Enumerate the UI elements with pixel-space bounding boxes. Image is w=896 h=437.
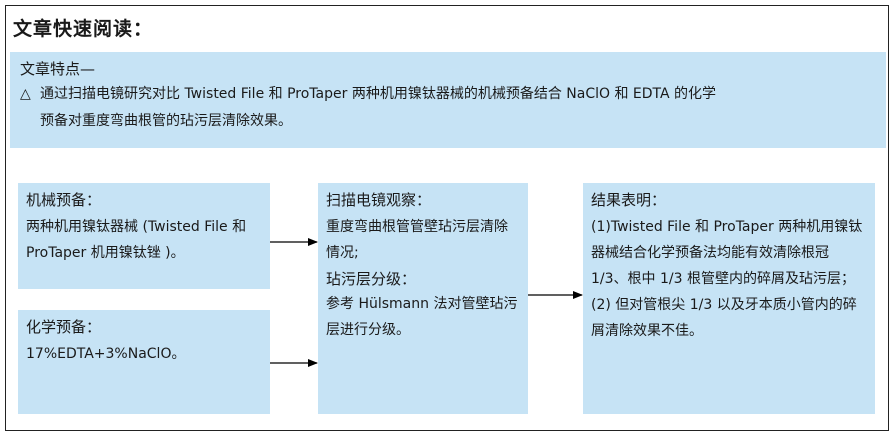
chemical-prep-title: 化学预备：: [26, 318, 102, 336]
smear-grading-title: 玷污层分级：: [326, 270, 417, 288]
features-box: 文章特点— △ 通过扫描电镜研究对比 Twisted File 和 ProTape…: [10, 52, 886, 148]
chemical-prep-box: 化学预备： 17%EDTA+3%NaClO。: [18, 310, 270, 414]
features-line-1: △ 通过扫描电镜研究对比 Twisted File 和 ProTaper 两种机用…: [20, 81, 876, 108]
features-line-2: 预备对重度弯曲根管的玷污层清除效果。: [40, 113, 292, 129]
triangle-icon: △: [20, 86, 31, 102]
result-item-1: (1)Twisted File 和 ProTaper 两种机用镍钛器械结合化学预…: [591, 214, 867, 292]
outer-frame: [5, 5, 889, 431]
results-title: 结果表明：: [591, 191, 667, 209]
result-item-2-label: (2): [591, 297, 611, 313]
mechanical-prep-text: 两种机用镍钛器械 (Twisted File 和 ProTaper 机用镍钛锉 …: [26, 219, 247, 261]
result-item-1-label: (1): [591, 219, 611, 235]
features-title: 文章特点—: [20, 60, 96, 78]
result-item-2-text: 但对管根尖 1/3 以及牙本质小管内的碎屑清除效果不佳。: [591, 297, 857, 339]
page-heading: 文章快速阅读：: [13, 18, 154, 40]
mechanical-prep-title: 机械预备：: [26, 191, 102, 209]
sem-observation-text: 重度弯曲根管管壁玷污层清除情况;: [326, 219, 508, 261]
result-item-2: (2) 但对管根尖 1/3 以及牙本质小管内的碎屑清除效果不佳。: [591, 292, 867, 344]
results-box: 结果表明： (1)Twisted File 和 ProTaper 两种机用镍钛器…: [583, 183, 875, 414]
mechanical-prep-box: 机械预备： 两种机用镍钛器械 (Twisted File 和 ProTaper …: [18, 183, 270, 289]
features-text-1: 通过扫描电镜研究对比 Twisted File 和 ProTaper 两种机用镍…: [40, 86, 717, 102]
chemical-prep-text: 17%EDTA+3%NaClO。: [26, 346, 186, 362]
sem-observation-title: 扫描电镜观察：: [326, 191, 432, 209]
smear-grading-text: 参考 Hülsmann 法对管壁玷污层进行分级。: [326, 296, 518, 338]
sem-observation-box: 扫描电镜观察： 重度弯曲根管管壁玷污层清除情况; 玷污层分级： 参考 Hülsm…: [318, 183, 528, 414]
result-item-1-text: Twisted File 和 ProTaper 两种机用镍钛器械结合化学预备法均…: [591, 219, 863, 287]
